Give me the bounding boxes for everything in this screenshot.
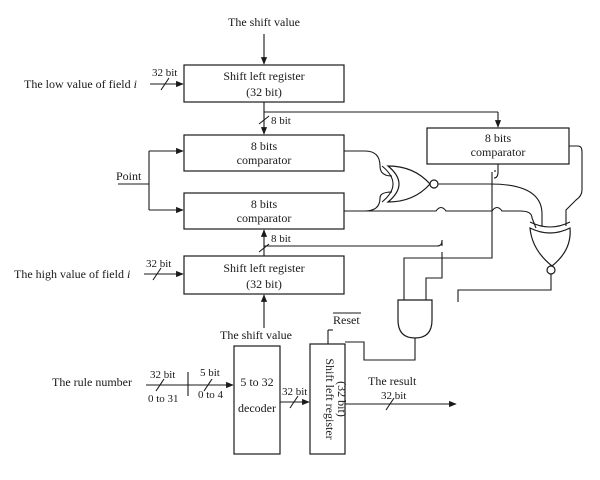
high-value-label: The high value of field i [14,267,130,281]
xnor-gate-back [529,221,571,228]
and-output [345,338,416,361]
result-label: The result [368,374,417,388]
result-bus-width: 32 bit [381,390,406,402]
mid-8bit-label: 8 bit [271,233,291,245]
shift-register-bottom [183,255,345,295]
result-bus-slash [385,397,395,411]
low-value-bus-slash [160,77,170,91]
low-value-bus-width: 32 bit [152,67,177,79]
comp-right-output [565,145,583,226]
right-comp-feed [493,164,499,179]
decoder-in-range: 0 to 4 [198,389,224,401]
comparator-right-line1: 8 bits [485,131,512,145]
comp-bottom-to-xor [344,191,393,212]
xor-output [438,183,543,226]
shift-register-result-title: Shift left register [323,358,337,439]
high-value-bus-slash [152,267,162,281]
and-input-right [425,252,443,300]
shift-register-top-title: Shift left register [223,69,304,83]
shift-register-bottom-size: (32 bit) [246,277,282,291]
shift-register-result [309,343,346,455]
comparator-bottom-line2: comparator [237,211,292,225]
comp-bottom-extended [344,206,537,229]
shift-register-top-size: (32 bit) [246,85,282,99]
xnor-gate [529,226,571,267]
low-value-label: The low value of field i [24,77,137,91]
rule-bus-slash [155,378,165,392]
decoder-out-slash [289,395,299,409]
high-value-bus-width: 32 bit [146,258,171,270]
top-8bit-label: 8 bit [271,115,291,127]
decoder-out-width: 32 bit [282,386,307,398]
xnor-bubble [546,265,556,275]
shift-register-bottom-title: Shift left register [223,261,304,275]
comparator-right-line2: comparator [471,145,526,159]
xor-bubble [429,179,439,189]
and-gate [397,299,433,339]
decoder-block [233,345,281,455]
comparator-top-line1: 8 bits [251,139,278,153]
decoder-line2: decoder [238,401,276,415]
comparator-bottom [183,192,345,230]
xor-gate-back [381,165,394,203]
xor-gate [386,165,431,203]
comparator-top-line2: comparator [237,153,292,167]
xnor-output [457,274,552,302]
comparator-top [183,134,345,172]
reset-label: Reset [333,313,360,327]
shift-register-result-size: (32 bit) [335,381,349,417]
decoder-line1: 5 to 32 [240,375,273,389]
rule-bus-width: 32 bit [150,369,175,381]
decoder-in-width: 5 bit [200,367,220,379]
rule-bus-range: 0 to 31 [148,393,179,405]
decoder-in-slash [203,378,213,392]
comparator-bottom-line1: 8 bits [251,197,278,211]
shift-value-top-label: The shift value [228,15,300,29]
and-input-left [403,172,493,300]
top-8bit-slash [258,115,270,125]
comp-top-to-xor [344,150,393,177]
rule-number-label: The rule number [52,375,132,389]
mid-8bit-slash [258,243,270,253]
comparator-right [426,127,570,165]
shift-value-bottom-label: The shift value [220,328,292,342]
point-label: Point [116,169,142,183]
